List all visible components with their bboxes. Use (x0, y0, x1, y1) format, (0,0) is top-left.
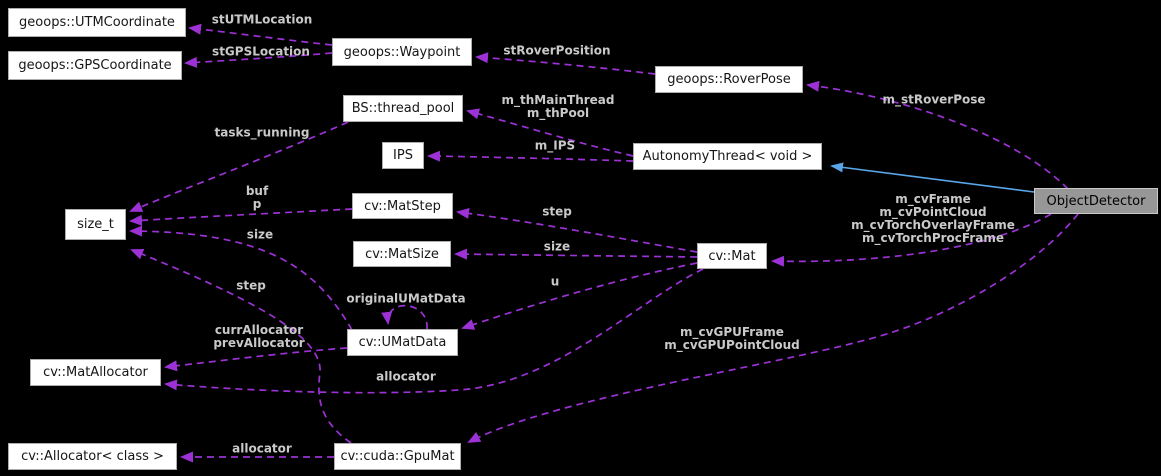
edge-stRoverPosition (475, 52, 656, 75)
edge-label-m-cvGPU-group: m_cvGPUFrame m_cvGPUPointCloud (664, 325, 800, 352)
edge-label-tasks-running: tasks_running (214, 125, 310, 140)
edge-label-allocator-gpumat: allocator (232, 441, 292, 456)
edge-m-cvGPU-group (467, 213, 1079, 443)
node-cv-cuda-gpumat[interactable]: cv::cuda::GpuMat (334, 443, 461, 470)
edge-label-u: u (550, 274, 560, 289)
node-objectdetector: ObjectDetector (1034, 188, 1158, 214)
node-cv-umatdata[interactable]: cv::UMatData (347, 329, 458, 356)
edge-label-stGPSLocation: stGPSLocation (212, 44, 310, 59)
edge-label-m-thMainThread-m-thPool: m_thMainThread m_thPool (501, 93, 615, 120)
edge-allocator-mat (164, 268, 704, 394)
edge-label-allocator-mat: allocator (376, 369, 436, 384)
node-size-t[interactable]: size_t (65, 209, 126, 240)
node-cv-matstep[interactable]: cv::MatStep (352, 193, 453, 219)
edge-label-currAllocator-prevAllocator: currAllocator prevAllocator (213, 323, 305, 350)
edge-m-cvFrame-group (771, 213, 1052, 267)
edge-step-gpumat (130, 249, 352, 444)
edge-size-mat (454, 248, 698, 260)
edge-label-stUTMLocation: stUTMLocation (211, 12, 313, 27)
node-geoops-roverpose[interactable]: geoops::RoverPose (655, 66, 803, 93)
edge-currAllocator-prevAllocator (164, 347, 348, 372)
edge-label-size-mat: size (543, 239, 571, 254)
edge-label-originalUMatData: originalUMatData (346, 291, 466, 306)
node-bs-thread-pool[interactable]: BS::thread_pool (343, 95, 463, 122)
edge-label-stRoverPosition: stRoverPosition (503, 43, 611, 58)
edge-label-step-mat: step (542, 204, 572, 219)
edge-inheritance-autonomythread (830, 162, 1035, 193)
edge-buf-p (129, 208, 353, 226)
edge-originalUMatData-selfloop (381, 304, 428, 330)
edge-label-size-umatdata: size (246, 227, 274, 242)
edge-label-m-IPS: m_IPS (534, 138, 576, 153)
node-geoops-waypoint[interactable]: geoops::Waypoint (332, 38, 472, 66)
node-autonomythread-void[interactable]: AutonomyThread< void > (633, 143, 822, 170)
node-cv-mat[interactable]: cv::Mat (697, 243, 767, 269)
edge-label-m-cvFrame-group: m_cvFrame m_cvPointCloud m_cvTorchOverla… (851, 192, 1015, 245)
node-cv-matsize[interactable]: cv::MatSize (353, 241, 451, 267)
edge-u (461, 262, 698, 330)
edge-label-buf-p: buf p (245, 184, 269, 211)
edge-m-IPS (427, 150, 634, 162)
edge-label-m-stRoverPose: m_stRoverPose (882, 92, 986, 107)
node-cv-allocator-class[interactable]: cv::Allocator< class > (8, 443, 177, 470)
edge-m-stRoverPose (806, 80, 1069, 190)
edge-size-umatdata (129, 225, 353, 331)
edge-tasks-running (129, 121, 349, 212)
node-geoops-gpscoordinate[interactable]: geoops::GPSCoordinate (8, 51, 182, 80)
edge-step-mat (456, 207, 698, 253)
edge-label-step-gpumat: step (236, 278, 266, 293)
edge-stUTMLocation (188, 23, 333, 46)
node-geoops-utmcoordinate[interactable]: geoops::UTMCoordinate (8, 8, 186, 37)
node-ips[interactable]: IPS (382, 142, 424, 169)
edge-stGPSLocation (184, 52, 333, 68)
node-cv-matallocator[interactable]: cv::MatAllocator (30, 359, 161, 386)
